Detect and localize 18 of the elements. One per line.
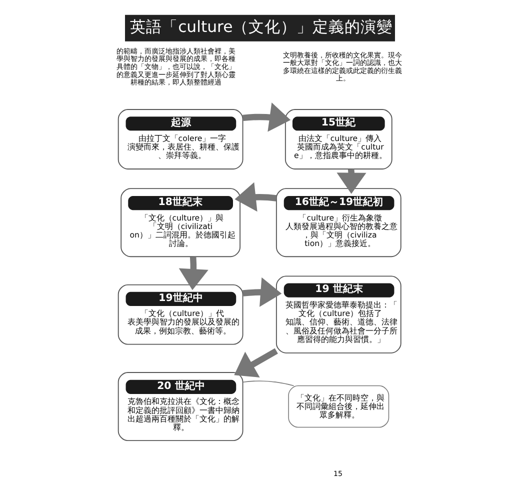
- arrow: [234, 182, 277, 212]
- node-box: 起源 由拉丁文「colere」一字演變而來，表居住、耕種、保護、崇拜等義。: [118, 109, 244, 170]
- label: 15: [334, 468, 343, 478]
- arrow: [242, 102, 291, 132]
- node-box: 「文化」在不同時空，與不同詞彙組合後，延伸出眾多解釋。: [288, 385, 390, 428]
- arrow: [242, 277, 282, 307]
- node-box: 18世紀末 「文化（culture）」與「文明（civilization）」二詞混用。於德國引起討論。: [120, 188, 241, 258]
- arrow: [178, 256, 208, 290]
- node-box: 16世紀～19世紀初 「culture」衍生為象徵人類發展過程與心智的教養之意，與「文明（civilization）」意義接近。: [276, 188, 402, 258]
- connector: [242, 380, 294, 386]
- diagram-title: 英語「culture（文化）」定義的演變: [130, 17, 393, 36]
- node-box: 19 世紀末 英國哲學家愛德華泰勒提出：「文化（culture）包括了知識、信仰、藝術、道德、法律、風俗及任何做為社會一分子所應習得的能力與習慣。」: [276, 276, 402, 354]
- node-box: 15世紀 由法文「culture」傳入英國而成為英文「culture」，意指農事中的耕種。: [284, 109, 392, 170]
- node-box: 20 世紀中 克魯伯和克拉洪在《文化：概念和定義的批評回顧》一書中歸納出超過兩百種關於「文化」的解釋。: [118, 372, 244, 442]
- label: 文明教養後，所收穫的文化果實。現今一般大眾對「文化」一詞的認識，也大多環繞在這樣的定義或此定義的衍生義上。: [283, 50, 402, 83]
- node-box: 19世紀中 「文化（culture）」代表美學與智力的發展以及發展的成果，例如宗教、藝術等。: [118, 284, 244, 345]
- arrow: [234, 348, 278, 378]
- label: 的範疇，而廣泛地指涉人類社會裡，美學與智力的發展與發展的成果，即各種具體的「文物」，也可以說，「文化」的意義又更進一步延伸到了對人類心靈耕種的結果，即人類整體經過: [116, 46, 236, 87]
